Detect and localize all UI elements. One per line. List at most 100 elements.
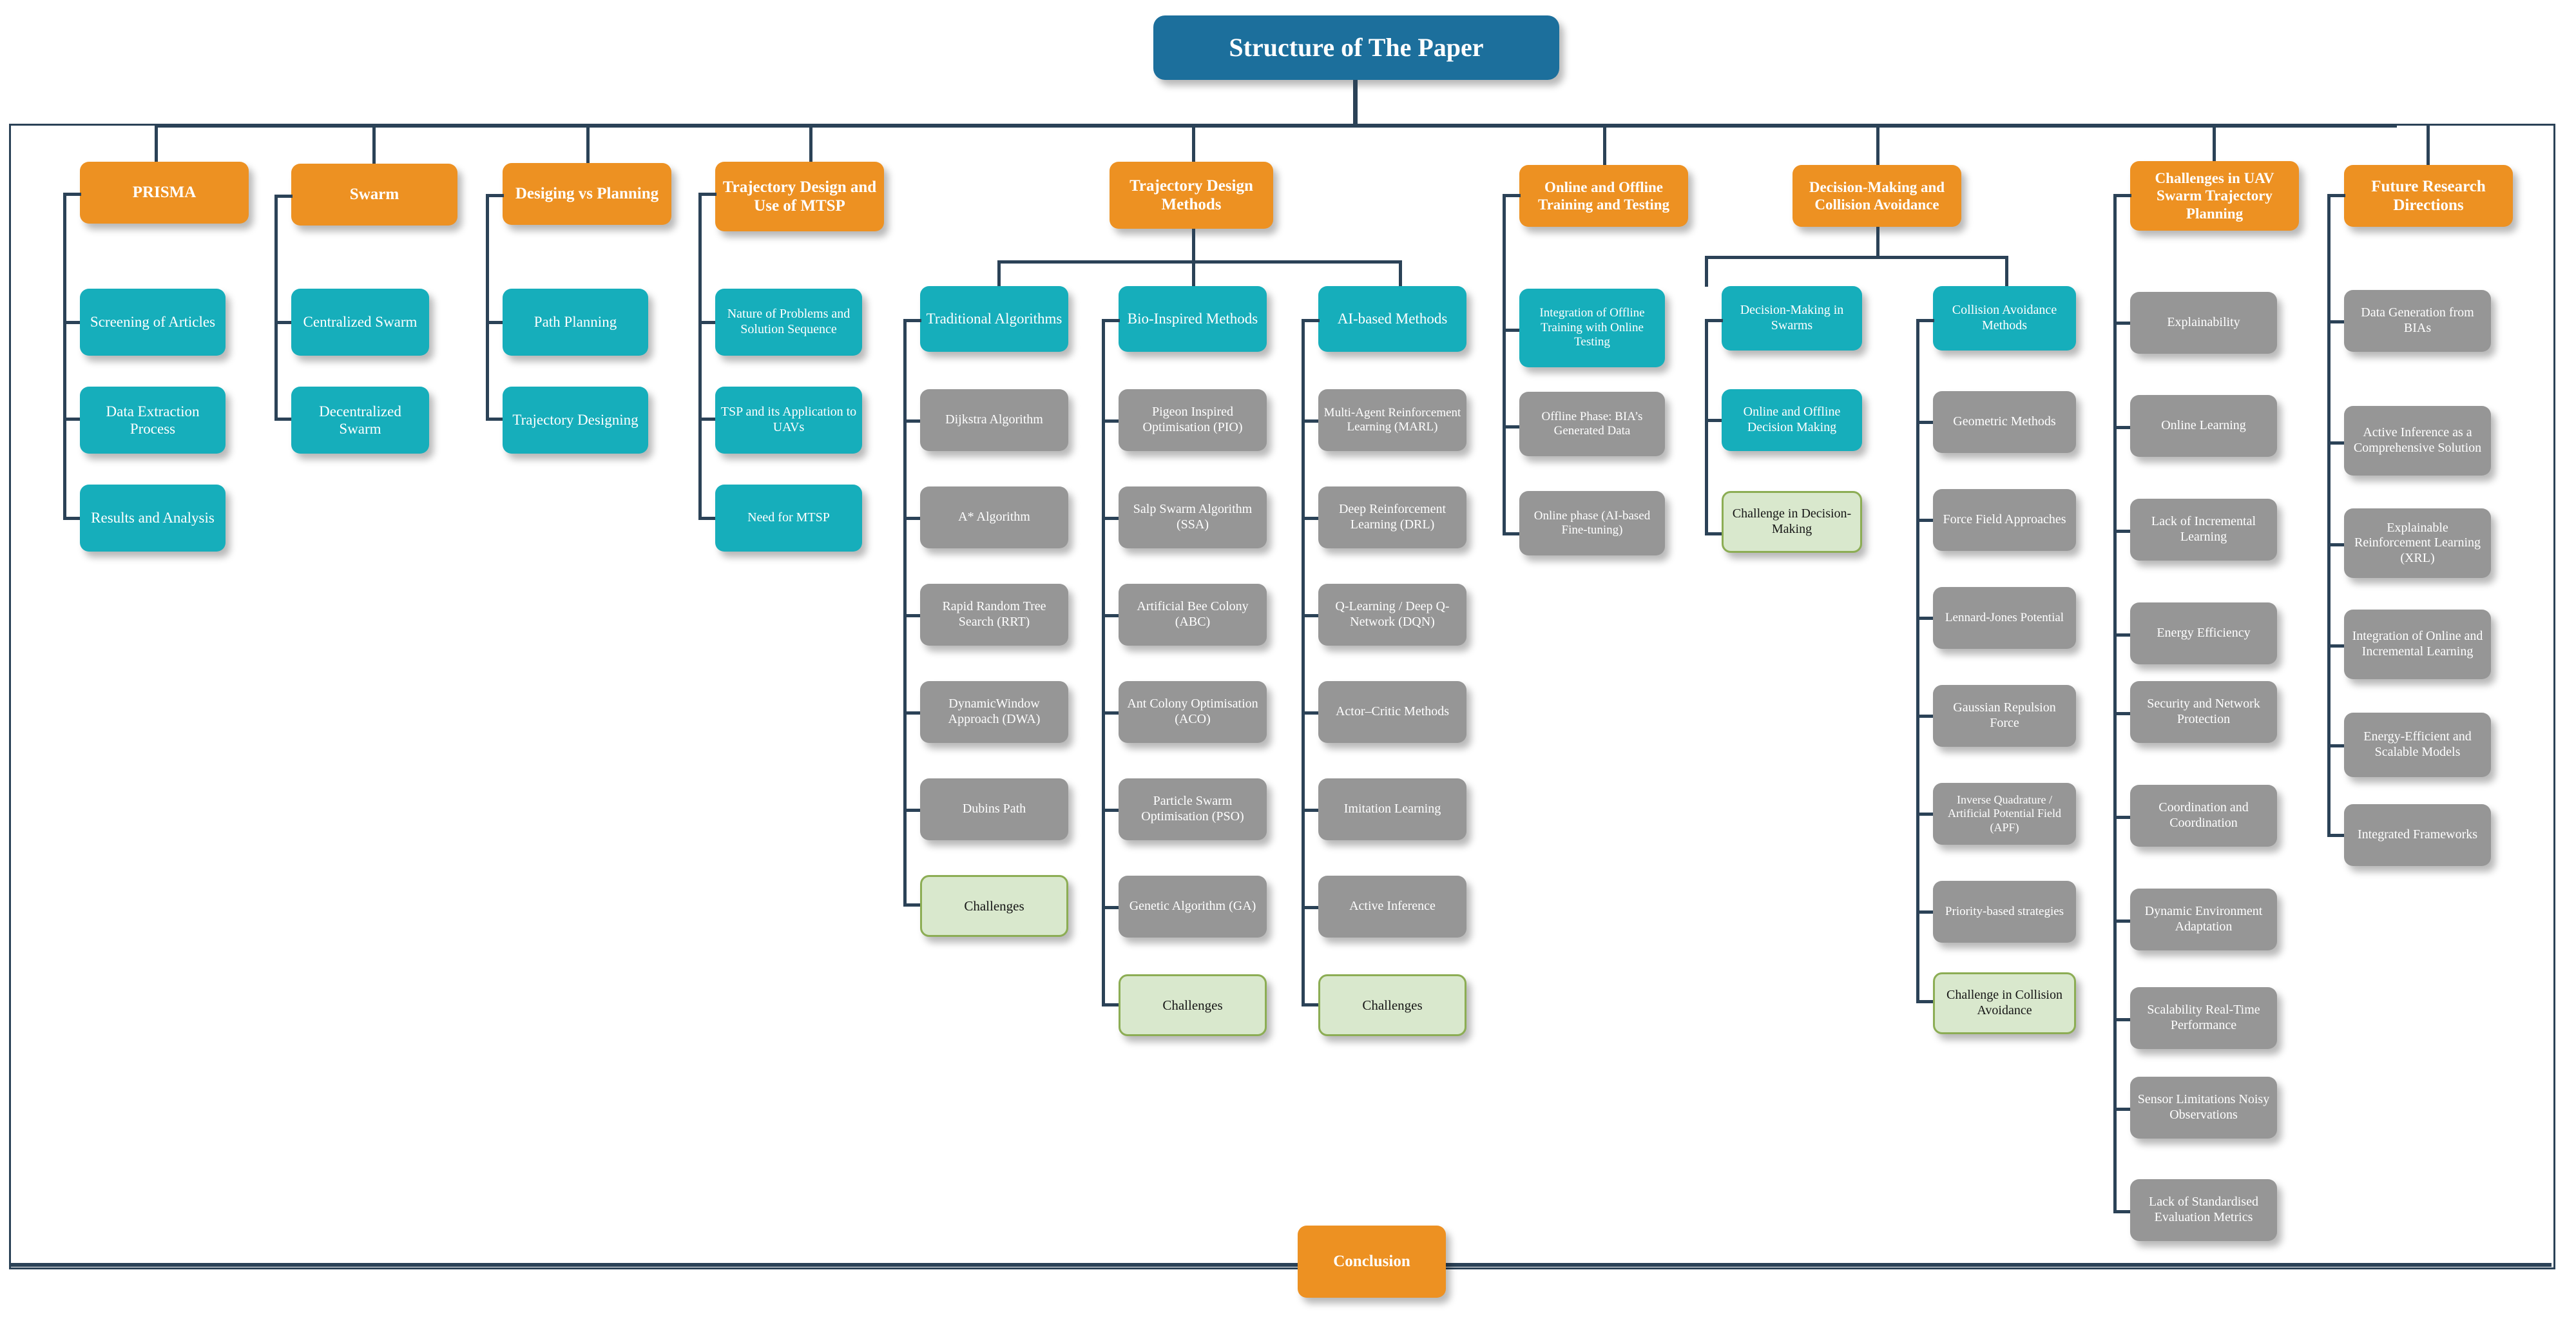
child-node-aco: Ant Colony Optimisation (ACO) xyxy=(1119,681,1267,743)
child-node-abc: Artificial Bee Colony (ABC) xyxy=(1119,584,1267,646)
edge-ai-stub-0 xyxy=(1302,419,1320,423)
edge-cusp-stub-4 xyxy=(2113,712,2131,715)
child-node-drl: Deep Reinforcement Learning (DRL) xyxy=(1318,486,1466,548)
edge-prisma-stub-1 xyxy=(63,418,81,421)
edge-mtsp-stub-header xyxy=(698,193,716,196)
edge-cusp-stub-0 xyxy=(2113,322,2131,325)
edge-frd-stub-1 xyxy=(2327,441,2345,445)
child-node-online-learning: Online Learning xyxy=(2130,395,2277,457)
child-node-dwa: DynamicWindow Approach (DWA) xyxy=(920,681,1068,743)
edge-mtsp-stub-1 xyxy=(698,418,716,421)
edge-bio-stub-header xyxy=(1102,319,1120,322)
edge-frd-stub-0 xyxy=(2327,320,2345,323)
edge-ai-stub-1 xyxy=(1302,517,1320,520)
child-node-integration-offline-training-online-testing: Integration of Offline Training with Onl… xyxy=(1519,289,1665,367)
child-node-active-inference: Active Inference xyxy=(1318,876,1466,938)
branch-header-trajectory-design-methods: Trajectory Design Methods xyxy=(1110,162,1273,229)
edge-oot-spine xyxy=(1503,194,1506,535)
edge-cusp-stub-header xyxy=(2113,194,2131,197)
edge-tdm-drop-bio xyxy=(1192,260,1195,289)
edge-trad-stub-4 xyxy=(903,809,921,812)
child-node-inverse-quadrature-apf: Inverse Quadrature / Artificial Potentia… xyxy=(1933,783,2076,845)
edge-oot-stub-2 xyxy=(1503,532,1521,535)
edge-cam-stub-0 xyxy=(1916,421,1934,424)
edge-swarm-stub-1 xyxy=(274,418,293,421)
edge-trad-stub-1 xyxy=(903,517,921,520)
edge-root-to-bus xyxy=(1353,80,1358,126)
edge-bio-stub-2 xyxy=(1102,614,1120,617)
child-node-ga: Genetic Algorithm (GA) xyxy=(1119,876,1267,938)
edge-tdm-drop-traditional xyxy=(997,260,1001,289)
child-node-ssa: Salp Swarm Algorithm (SSA) xyxy=(1119,486,1267,548)
child-node-rrt: Rapid Random Tree Search (RRT) xyxy=(920,584,1068,646)
child-node-data-extraction-process: Data Extraction Process xyxy=(80,387,226,454)
child-node-explainable-reinforcement-learning-xrl: Explainable Reinforcement Learning (XRL) xyxy=(2344,508,2491,578)
child-node-sensor-limitations-noisy-observations: Sensor Limitations Noisy Observations xyxy=(2130,1077,2277,1139)
child-node-dijkstra-algorithm: Dijkstra Algorithm xyxy=(920,389,1068,451)
branch-header-designing-vs-planning: Desiging vs Planning xyxy=(503,163,671,225)
child-node-tsp-application-uavs: TSP and its Application to UAVs xyxy=(715,387,862,454)
edge-swarm-spine xyxy=(274,195,278,420)
edge-bio-stub-4 xyxy=(1102,809,1120,812)
edge-ai-spine xyxy=(1302,319,1305,1005)
edge-bus-to-mtsp xyxy=(809,124,812,192)
child-node-online-and-offline-decision-making: Online and Offline Decision Making xyxy=(1722,389,1862,451)
child-node-gaussian-repulsion-force: Gaussian Repulsion Force xyxy=(1933,685,2076,747)
child-node-dqn: Q-Learning / Deep Q-Network (DQN) xyxy=(1318,584,1466,646)
edge-frd-spine xyxy=(2327,194,2331,837)
edge-dms-spine xyxy=(1705,319,1708,535)
child-node-a-star-algorithm: A* Algorithm xyxy=(920,486,1068,548)
edge-cam-stub-5 xyxy=(1916,910,1934,914)
challenge-node-bio-inspired-methods: Challenges xyxy=(1119,974,1267,1036)
branch-header-future-research-directions: Future Research Directions xyxy=(2344,165,2513,227)
edge-dvp-stub-header xyxy=(486,194,504,197)
edge-bus-to-dmca xyxy=(1876,124,1879,192)
root-node-structure-of-the-paper: Structure of The Paper xyxy=(1153,15,1559,80)
child-node-active-inference-comprehensive-solution: Active Inference as a Comprehensive Solu… xyxy=(2344,406,2491,476)
child-node-energy-efficiency: Energy Efficiency xyxy=(2130,602,2277,664)
child-node-offline-phase-bia-generated-data: Offline Phase: BIA’s Generated Data xyxy=(1519,392,1665,456)
edge-dvp-spine xyxy=(486,194,489,419)
edge-bus-to-tdm xyxy=(1192,124,1195,192)
edge-bio-stub-6 xyxy=(1102,1003,1120,1006)
edge-top-bus xyxy=(155,124,2397,128)
child-node-security-and-network-protection: Security and Network Protection xyxy=(2130,681,2277,743)
edge-bus-to-swarm xyxy=(372,124,376,192)
edge-tdm-drop-ai xyxy=(1399,260,1402,289)
edge-cusp-spine xyxy=(2113,194,2117,1213)
child-node-lennard-jones-potential: Lennard-Jones Potential xyxy=(1933,587,2076,649)
edge-bio-spine xyxy=(1102,319,1105,1005)
edge-dms-stub-0 xyxy=(1705,419,1723,422)
challenge-node-decision-making: Challenge in Decision-Making xyxy=(1722,491,1862,553)
edge-cam-stub-header xyxy=(1916,319,1934,322)
edge-prisma-stub-header xyxy=(63,193,81,196)
conclusion-node: Conclusion xyxy=(1298,1226,1446,1298)
edge-cam-stub-3 xyxy=(1916,715,1934,718)
edge-bus-to-future xyxy=(2427,124,2430,192)
edge-ai-stub-2 xyxy=(1302,614,1320,617)
child-node-trajectory-designing: Trajectory Designing xyxy=(503,387,648,454)
child-node-scalability-real-time-performance: Scalability Real-Time Performance xyxy=(2130,987,2277,1049)
subgroup-header-decision-making-in-swarms: Decision-Making in Swarms xyxy=(1722,286,1862,351)
child-node-energy-efficient-and-scalable-models: Energy-Efficient and Scalable Models xyxy=(2344,713,2491,777)
child-node-pio: Pigeon Inspired Optimisation (PIO) xyxy=(1119,389,1267,451)
branch-header-trajectory-design-and-use-of-mtsp: Trajectory Design and Use of MTSP xyxy=(715,162,884,231)
edge-dms-stub-1 xyxy=(1705,532,1723,535)
branch-header-challenges-in-uav-swarm-trajectory-planning: Challenges in UAV Swarm Trajectory Plann… xyxy=(2130,161,2299,231)
branch-header-decision-making-and-collision-avoidance: Decision-Making and Collision Avoidance xyxy=(1793,165,1961,227)
child-node-pso: Particle Swarm Optimisation (PSO) xyxy=(1119,778,1267,840)
child-node-priority-based-strategies: Priority-based strategies xyxy=(1933,881,2076,943)
edge-cusp-stub-2 xyxy=(2113,530,2131,533)
edge-bus-to-online-offline xyxy=(1603,124,1606,192)
edge-trad-stub-3 xyxy=(903,711,921,715)
edge-cusp-stub-3 xyxy=(2113,633,2131,637)
edge-ai-stub-5 xyxy=(1302,906,1320,909)
child-node-actor-critic-methods: Actor–Critic Methods xyxy=(1318,681,1466,743)
edge-prisma-spine xyxy=(63,193,66,520)
branch-header-online-and-offline-training-and-testing: Online and Offline Training and Testing xyxy=(1519,165,1688,227)
edge-frd-stub-4 xyxy=(2327,744,2345,747)
subgroup-header-traditional-algorithms: Traditional Algorithms xyxy=(920,286,1068,352)
edge-trad-stub-header xyxy=(903,319,921,322)
edge-bio-stub-1 xyxy=(1102,517,1120,520)
